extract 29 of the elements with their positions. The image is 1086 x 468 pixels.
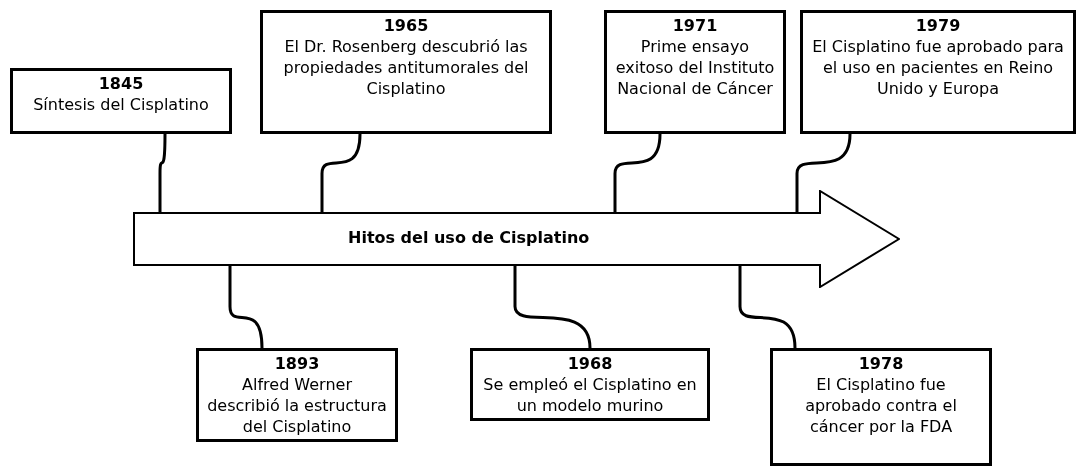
event-box	[604, 10, 786, 134]
year-label: 1979	[914, 15, 962, 36]
timeline-title: Hitos del uso de Cisplatino	[348, 228, 590, 247]
connector-line	[738, 265, 797, 349]
event-description: El Cisplatino fue aprobado para el uso en pacientes en Reino Unido y Europa	[811, 36, 1065, 99]
connector-line	[613, 133, 662, 213]
event-box	[10, 68, 232, 134]
event-description: Alfred Werner describió la estructura del Cisplatino	[206, 374, 388, 437]
event-box	[470, 348, 710, 421]
connector-line	[795, 133, 852, 213]
year-label: 1978	[857, 353, 905, 374]
connector-line	[320, 133, 362, 213]
year-label: 1968	[566, 353, 614, 374]
event-description: El Dr. Rosenberg descubrió las propiedades antitumorales del Cisplatino	[282, 36, 530, 99]
year-label: 1893	[273, 353, 321, 374]
event-description: Síntesis del Cisplatino	[32, 94, 210, 115]
event-box	[260, 10, 552, 134]
year-label: 1971	[671, 15, 719, 36]
event-box	[800, 10, 1076, 134]
year-label: 1845	[97, 73, 145, 94]
event-box	[196, 348, 398, 442]
year-label: 1965	[382, 15, 430, 36]
connector-line	[228, 265, 264, 349]
event-box	[770, 348, 992, 466]
event-description: Se empleó el Cisplatino en un modelo murino	[482, 374, 698, 416]
connector-line	[158, 134, 167, 213]
event-description: Prime ensayo exitoso del Instituto Nacional de Cáncer	[614, 36, 776, 99]
connector-line	[513, 265, 592, 349]
event-description: El Cisplatino fue aprobado contra el cáncer por la FDA	[804, 374, 958, 437]
